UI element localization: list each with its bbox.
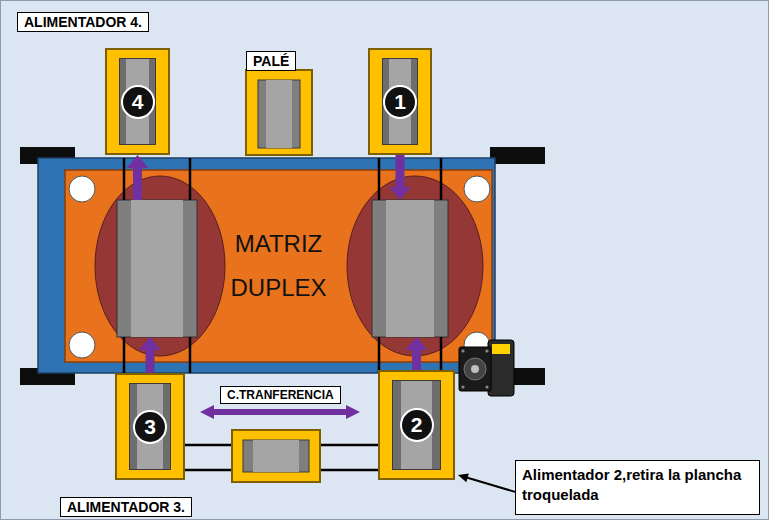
transfer-arrow [200, 405, 360, 419]
cart-sheet [243, 440, 309, 472]
label-text: PALÉ [253, 53, 289, 69]
arrowhead [139, 337, 161, 350]
feeder-box: 2 [378, 370, 455, 480]
connector-line [133, 167, 142, 200]
guides [124, 158, 441, 373]
sheet [386, 200, 434, 337]
number-badge: 3 [133, 410, 167, 444]
label-text: C.TRANFERENCIA [227, 388, 334, 402]
label-text: ALIMENTADOR 3. [67, 499, 185, 515]
label-box: ALIMENTADOR 4. [17, 12, 149, 32]
arrowhead [406, 337, 428, 350]
label-box: PALÉ [246, 51, 296, 71]
connector-line [396, 155, 405, 188]
transfer-cart [232, 430, 320, 482]
rail [490, 147, 545, 164]
callout-box: Alimentador 2,retira la plancha troquela… [515, 460, 760, 515]
flow-arrow [389, 155, 411, 200]
connector-line [146, 349, 155, 373]
guide-pins [69, 176, 490, 358]
leader-arrow [458, 474, 515, 492]
sheet [372, 200, 448, 337]
sheet [131, 200, 183, 337]
arrowhead [458, 474, 469, 483]
label-text: ALIMENTADOR 4. [24, 14, 142, 30]
die-cavity [347, 176, 483, 356]
connector-line [412, 349, 421, 370]
pallet-stack [258, 80, 300, 148]
pallet-stack [266, 80, 292, 148]
arrowhead [127, 155, 149, 168]
callout-number: 4 [132, 90, 144, 114]
flow-arrow [127, 155, 149, 200]
label-box: ALIMENTADOR 3. [60, 497, 192, 517]
arrowhead [389, 187, 411, 200]
sheet [117, 200, 197, 337]
callout-number: 2 [411, 413, 423, 437]
label-text: MATRIZ DUPLEX [219, 222, 339, 310]
feeder-box: 3 [115, 373, 185, 480]
die-area: MATRIZ DUPLEX [65, 170, 492, 362]
connector-line [467, 478, 515, 492]
flow-arrow [406, 337, 428, 370]
pallet [246, 70, 312, 155]
flow-arrow [139, 337, 161, 373]
label-box: C.TRANFERENCIA [220, 386, 341, 404]
number-badge: 2 [400, 408, 434, 442]
die-cavity [95, 176, 225, 356]
servo-motor [459, 340, 514, 396]
feeder-box: 1 [368, 48, 432, 155]
die-body [65, 170, 492, 362]
label-text: Alimentador 2,retira la plancha troquela… [522, 466, 741, 503]
press-bed [38, 158, 495, 373]
callout-number: 3 [144, 415, 156, 439]
number-badge: 1 [383, 85, 417, 119]
cart-sheet [253, 440, 299, 472]
callout-number: 1 [394, 90, 406, 114]
number-badge: 4 [121, 85, 155, 119]
feeder-box: 4 [105, 48, 170, 155]
